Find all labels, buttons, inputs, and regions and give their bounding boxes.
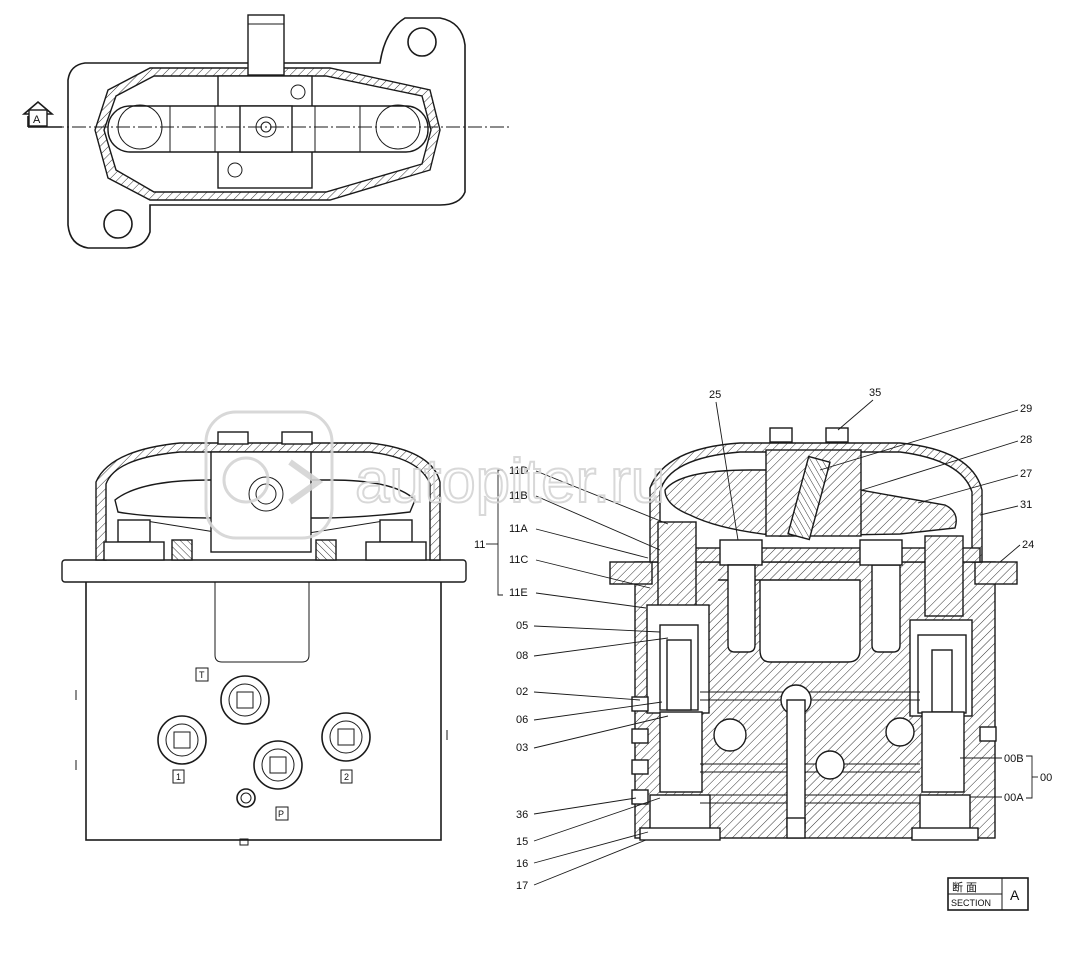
callout-11c: 11C — [509, 554, 528, 566]
section-mark-label: A — [33, 114, 41, 126]
callout-06: 06 — [516, 714, 528, 726]
port-label-1: 1 — [176, 772, 181, 782]
callout-08: 08 — [516, 650, 528, 662]
callouts: 25 35 29 28 27 31 24 00B 00A 00 11 11D 1… — [474, 387, 1052, 911]
callout-29: 29 — [1020, 403, 1032, 415]
callout-11b: 11B — [509, 490, 528, 502]
section-view — [609, 427, 1018, 841]
title-block-letter: A — [1010, 887, 1020, 903]
callout-25: 25 — [709, 389, 721, 401]
title-block-jp: 断 面 — [952, 880, 977, 894]
callout-11d: 11D — [509, 465, 528, 477]
callout-17: 17 — [516, 880, 528, 892]
callout-28: 28 — [1020, 434, 1032, 446]
port-label-2: 2 — [344, 772, 349, 782]
port-label-p: P — [278, 809, 284, 819]
callout-36: 36 — [516, 809, 528, 821]
callout-02: 02 — [516, 686, 528, 698]
callout-27: 27 — [1020, 468, 1032, 480]
callout-11a: 11A — [509, 523, 528, 535]
callout-35: 35 — [869, 387, 881, 399]
callout-31: 31 — [1020, 499, 1032, 511]
callout-05: 05 — [516, 620, 528, 632]
callout-11e: 11E — [509, 587, 528, 599]
group-11-label: 11 — [474, 539, 485, 551]
callout-00a: 00A — [1004, 792, 1024, 804]
watermark: autopiter.ru — [204, 410, 666, 540]
callout-16: 16 — [516, 858, 528, 870]
callout-00b: 00B — [1004, 753, 1024, 765]
top-view: A — [21, 14, 512, 249]
callout-03: 03 — [516, 742, 528, 754]
callout-15: 15 — [516, 836, 528, 848]
callout-24: 24 — [1022, 539, 1034, 551]
callout-00: 00 — [1040, 772, 1052, 784]
title-block-section: SECTION — [951, 898, 991, 908]
port-label-t: T — [199, 670, 205, 680]
watermark-text: autopiter.ru — [355, 447, 665, 516]
